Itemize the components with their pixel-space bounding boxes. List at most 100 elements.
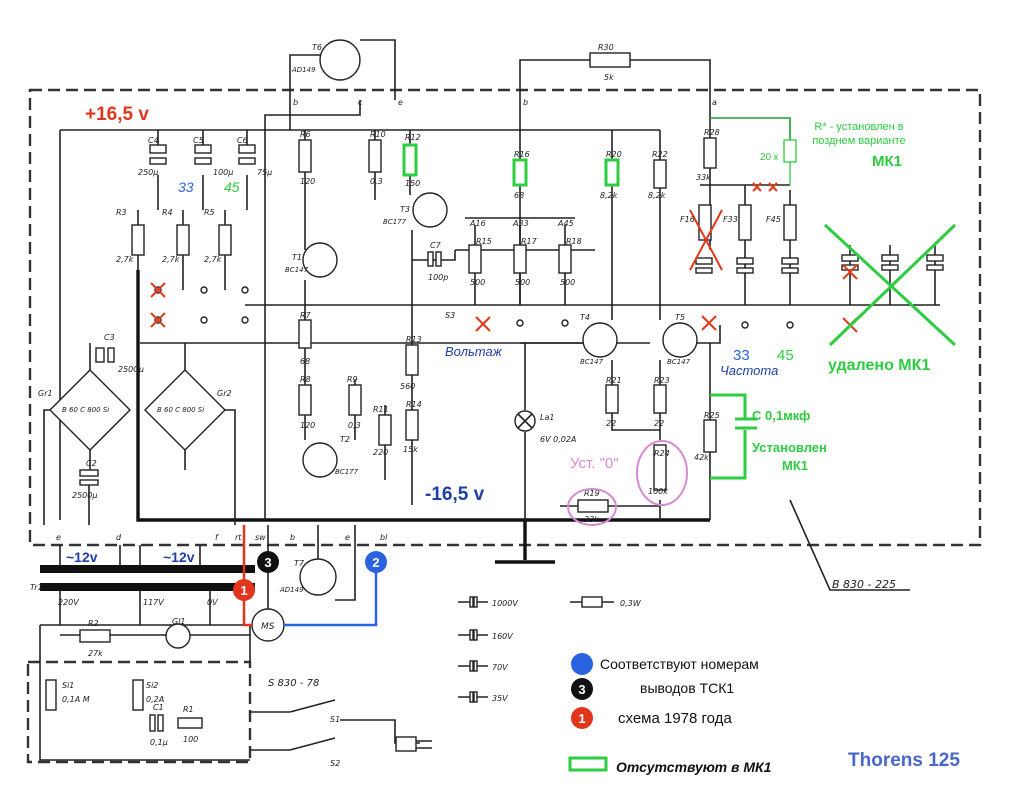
legend-green-text: Отсутствуют в МК1	[616, 759, 772, 775]
pin-b: b	[290, 533, 295, 542]
r5-label: R5	[204, 208, 215, 217]
r24-value: 100k	[648, 487, 668, 496]
motor-label: MS	[261, 622, 275, 632]
r30-value: 5k	[604, 73, 614, 82]
r10-label: R10	[370, 130, 386, 139]
r21-label: R21	[606, 376, 622, 385]
legend-black-3: 3	[571, 678, 593, 700]
legend-blue-text: Соответствуют номерам	[600, 656, 759, 672]
a45-label: A45	[557, 219, 574, 228]
r13-label: R13	[406, 335, 422, 344]
speed-33-left: 33	[178, 179, 194, 195]
t5-label: T5	[675, 313, 685, 322]
legend-symbols	[458, 596, 614, 772]
mains-components	[45, 623, 432, 752]
t4-label: T4	[580, 313, 590, 322]
si1-value: 0,1A M	[62, 695, 90, 704]
c7-value: 100p	[428, 273, 448, 282]
r3-value: 2,7k	[116, 255, 134, 264]
si2-value: 0,2A	[146, 695, 164, 704]
t3-type: BC177	[383, 218, 407, 226]
feedback-wire	[710, 117, 791, 140]
r17-label: R17	[521, 237, 538, 246]
gl1-label: Gl1	[172, 617, 186, 626]
gr1-type: B 60 C 800 Si	[62, 406, 109, 414]
column-resistors	[298, 230, 419, 505]
plus-rail	[59, 129, 660, 520]
r18-value: 500	[560, 278, 575, 287]
pin-f: f	[215, 533, 219, 542]
r23-value: 22	[654, 419, 664, 428]
svg-text:1: 1	[240, 583, 247, 598]
udaleno-label: удалено МК1	[828, 357, 930, 374]
r28-label: R28	[704, 128, 720, 137]
legend-blue-dot	[571, 653, 593, 675]
speed-45-left: 45	[224, 179, 240, 195]
filter-caps	[149, 130, 256, 210]
pin-bl: bl	[380, 533, 388, 542]
r18-label: R18	[566, 237, 582, 246]
c2-label: C2	[86, 459, 97, 468]
r1-value: 100	[183, 735, 198, 744]
speed-33-right: 33	[733, 347, 750, 364]
c6-label: C6	[237, 136, 248, 145]
c7-label: C7	[430, 241, 442, 250]
mk1-top: МК1	[872, 153, 902, 170]
s3-label: S3	[445, 311, 455, 320]
t2-type: BC177	[335, 468, 359, 476]
speed-switch-left	[150, 282, 249, 328]
bridge-gr2	[144, 343, 236, 525]
c6-value: 75µ	[257, 168, 272, 177]
transistor-t2	[302, 442, 338, 478]
r8-value: 120	[300, 421, 315, 430]
r20-label: R20	[606, 150, 622, 159]
r20-value: 8,2k	[600, 191, 618, 200]
c01-line2: Установлен	[752, 440, 827, 455]
svg-text:3: 3	[264, 555, 271, 570]
chastota-label: Частота	[720, 363, 778, 378]
speed-45-right: 45	[777, 347, 794, 364]
pin-sw: sw	[255, 533, 266, 542]
c01-added	[710, 393, 757, 480]
svg-text:3: 3	[578, 682, 585, 697]
r3-label: R3	[116, 208, 127, 217]
motor-ms	[242, 525, 378, 642]
frequency-section	[689, 137, 799, 305]
c4-label: C4	[148, 136, 159, 145]
caps-c3-c2	[79, 347, 115, 525]
pin-e1: e	[56, 533, 61, 542]
board-label-line	[789, 499, 910, 591]
plus-voltage: +16,5 v	[85, 104, 149, 125]
r2-value: 27k	[88, 649, 103, 658]
resistor-r30	[589, 52, 631, 68]
voltazh-label: Вольтаж	[445, 344, 503, 359]
svg-text:2: 2	[372, 555, 379, 570]
r20k-label: 20 к	[760, 152, 779, 163]
legend-35v: 35V	[492, 694, 508, 703]
transistor-t5	[662, 322, 698, 358]
c3-value: 250Cµ	[118, 365, 144, 374]
t6-type: AD149	[291, 66, 316, 74]
transistor-t6	[319, 39, 361, 81]
c3-label: C3	[104, 333, 115, 342]
minus-rail	[136, 270, 710, 522]
pin-top-a: a	[712, 98, 717, 107]
r16-value: 68	[514, 191, 524, 200]
r13-value: 560	[400, 382, 415, 391]
f16-label: F16	[680, 215, 695, 224]
mains-board-outline	[26, 660, 252, 764]
legend-03w: 0,3W	[620, 599, 642, 608]
minus-voltage: -16,5 v	[425, 484, 485, 505]
t1-label: T1	[292, 253, 302, 262]
c1-value: 0,1µ	[150, 738, 168, 747]
r7-label: R7	[300, 311, 312, 320]
v117-label: 117V	[143, 598, 164, 607]
transistor-t7	[299, 558, 337, 596]
removed-section	[823, 223, 957, 347]
gr2-type: B 60 C 800 Si	[157, 406, 204, 414]
r10-value: 0,3	[370, 177, 383, 186]
tr1-label: Tr1	[30, 583, 43, 592]
r22-label: R22	[652, 150, 668, 159]
gr2-label: Gr2	[217, 389, 232, 398]
ust-zero-label: Уст. "0"	[570, 455, 619, 472]
